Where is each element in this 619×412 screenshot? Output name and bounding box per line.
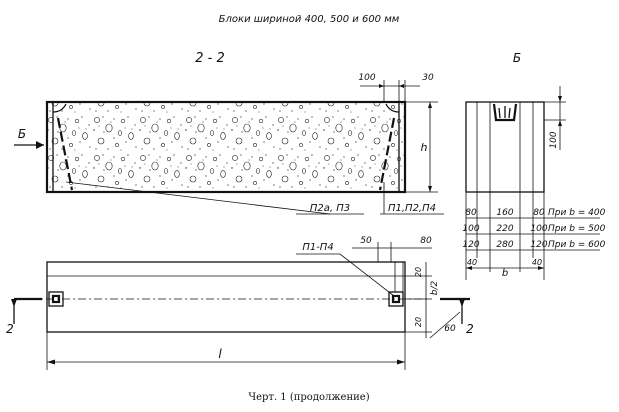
dim-row-b: 40 b 40 xyxy=(466,258,544,279)
row-3-a: 120 xyxy=(462,240,479,250)
section-mark-right: 2 xyxy=(466,322,474,336)
right-inclined-bar xyxy=(378,117,396,191)
block-section-fill xyxy=(47,102,405,192)
callout-left: П2а, П3 xyxy=(310,203,350,214)
left-grip-pocket xyxy=(48,291,64,307)
section-mark-left: 2 xyxy=(6,322,14,336)
dim-row-2: 100 220 100 При b = 500 xyxy=(462,224,606,235)
section-mark-right-arrow xyxy=(459,299,465,307)
right-grip-pocket xyxy=(388,291,404,307)
block-section-outline xyxy=(45,100,407,194)
plan-view: П1-П4 50 80 20 b/2 20 60 2 2 l xyxy=(6,236,474,370)
plan-dim-b-half: b/2 xyxy=(430,280,440,295)
view-b-dim-arrows xyxy=(558,96,562,126)
dim-row-1: 80 160 80 При b = 400 xyxy=(465,208,606,219)
plan-dim-20-top: 20 xyxy=(414,267,423,277)
dim-row-3: 120 280 120 При b = 600 xyxy=(462,240,606,251)
right-grip-notch xyxy=(385,103,400,113)
plan-dim-80: 80 xyxy=(420,236,432,246)
row-2-b: 220 xyxy=(496,224,513,234)
plan-callout-leader xyxy=(339,253,395,297)
view-b-grip-rods xyxy=(498,106,511,119)
row-3-c: 120 xyxy=(530,240,547,250)
dim-40-left: 40 xyxy=(467,258,477,267)
dim-h: h xyxy=(421,141,428,154)
left-grip-notch xyxy=(52,103,67,113)
view-b-label: Б xyxy=(513,51,521,65)
left-inclined-bar xyxy=(56,117,74,191)
section-mark-left-arrow xyxy=(11,299,17,307)
dim-100-top: 100 xyxy=(358,73,375,83)
callout-left-leader xyxy=(65,181,331,215)
view-b-grip xyxy=(492,103,518,122)
plan-dim-50: 50 xyxy=(360,236,372,246)
row-1-note: При b = 400 xyxy=(548,208,606,218)
view-arrow-label: Б xyxy=(18,127,26,141)
view-arrow-head xyxy=(36,141,44,149)
row-3-note: При b = 600 xyxy=(548,240,606,250)
section-label: 2 - 2 xyxy=(195,51,225,66)
dim-30-top: 30 xyxy=(422,73,434,83)
view-b-outline xyxy=(465,101,545,193)
row-1-a: 80 xyxy=(465,208,477,218)
right-grip-bar xyxy=(391,294,401,304)
plan-dim-l: l xyxy=(218,347,222,361)
plan-dim-20-bottom: 20 xyxy=(414,317,423,327)
row-3-b: 280 xyxy=(496,240,513,250)
plan-callout: П1-П4 xyxy=(302,242,333,253)
callout-right: П1,П2,П4 xyxy=(388,203,436,214)
row-1-c: 80 xyxy=(533,208,545,218)
left-grip-bar xyxy=(51,294,61,304)
dim-b: b xyxy=(502,268,508,279)
dim-arrows-top xyxy=(379,84,404,88)
view-b-dim-100: 100 xyxy=(549,131,559,148)
section-2-2: 2 - 2 Б 100 30 h П2а, П3 xyxy=(14,51,444,215)
row-2-a: 100 xyxy=(462,224,479,234)
drawing-title: Блоки шириной 400, 500 и 600 мм xyxy=(219,14,400,25)
plan-outline xyxy=(46,261,406,333)
row-2-c: 100 xyxy=(530,224,547,234)
drawing-caption: Черт. 1 (продолжение) xyxy=(248,392,369,403)
dim-40-right: 40 xyxy=(532,258,542,267)
row-2-note: При b = 500 xyxy=(548,224,606,234)
row-1-b: 160 xyxy=(496,208,513,218)
view-b: Б 100 80 160 80 При b = 400 100 xyxy=(462,51,606,280)
plan-dim-60: 60 xyxy=(444,324,456,334)
plan-60-leader xyxy=(429,311,461,339)
